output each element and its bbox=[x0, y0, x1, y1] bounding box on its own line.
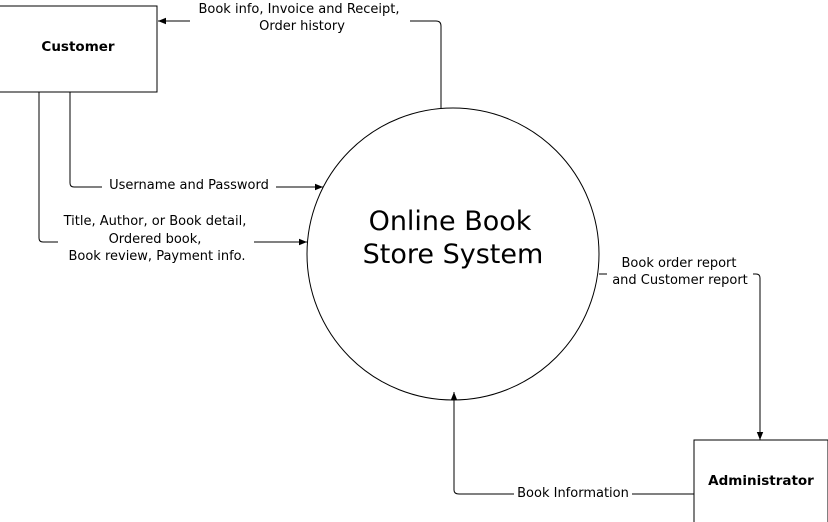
customer-label: Customer bbox=[41, 39, 115, 55]
administrator-entity[interactable]: Administrator bbox=[693, 439, 828, 522]
edge-book-info bbox=[450, 392, 694, 495]
administrator-box bbox=[693, 439, 828, 522]
flow-label-customer-input: Title, Author, or Book detail, Ordered b… bbox=[58, 211, 254, 264]
customer-box bbox=[0, 5, 158, 93]
flow-label-reports-line-2: and Customer report bbox=[612, 273, 748, 288]
flow-label-reports: Book order report and Customer report bbox=[607, 254, 753, 288]
process-node[interactable]: Online Book Store System bbox=[306, 107, 600, 401]
flow-label-book-info-line-1: Book Information bbox=[517, 486, 629, 501]
flow-label-to-customer-line-2: Order history bbox=[259, 19, 345, 34]
administrator-label: Administrator bbox=[708, 473, 814, 489]
flow-label-customer-input-line-2: Ordered book, bbox=[109, 232, 202, 247]
flow-label-customer-input-line-1: Title, Author, or Book detail, bbox=[63, 214, 247, 229]
flow-label-to-customer-line-1: Book info, Invoice and Receipt, bbox=[198, 2, 399, 17]
edge-customer-input bbox=[38, 92, 307, 246]
process-circle bbox=[306, 107, 600, 401]
edge-to-customer bbox=[158, 17, 442, 108]
customer-entity[interactable]: Customer bbox=[0, 5, 158, 93]
edge-reports bbox=[599, 273, 764, 440]
flow-label-customer-input-line-3: Book review, Payment info. bbox=[68, 249, 245, 264]
flow-label-reports-line-1: Book order report bbox=[622, 256, 737, 271]
edge-login bbox=[69, 92, 323, 191]
process-title-line-1: Online Book bbox=[369, 206, 532, 237]
flow-label-book-info: Book Information bbox=[514, 485, 632, 501]
process-title-line-2: Store System bbox=[363, 239, 544, 270]
flow-label-to-customer: Book info, Invoice and Receipt, Order hi… bbox=[190, 0, 410, 34]
flow-label-login: Username and Password bbox=[102, 176, 276, 193]
flow-label-login-line-1: Username and Password bbox=[109, 178, 269, 193]
